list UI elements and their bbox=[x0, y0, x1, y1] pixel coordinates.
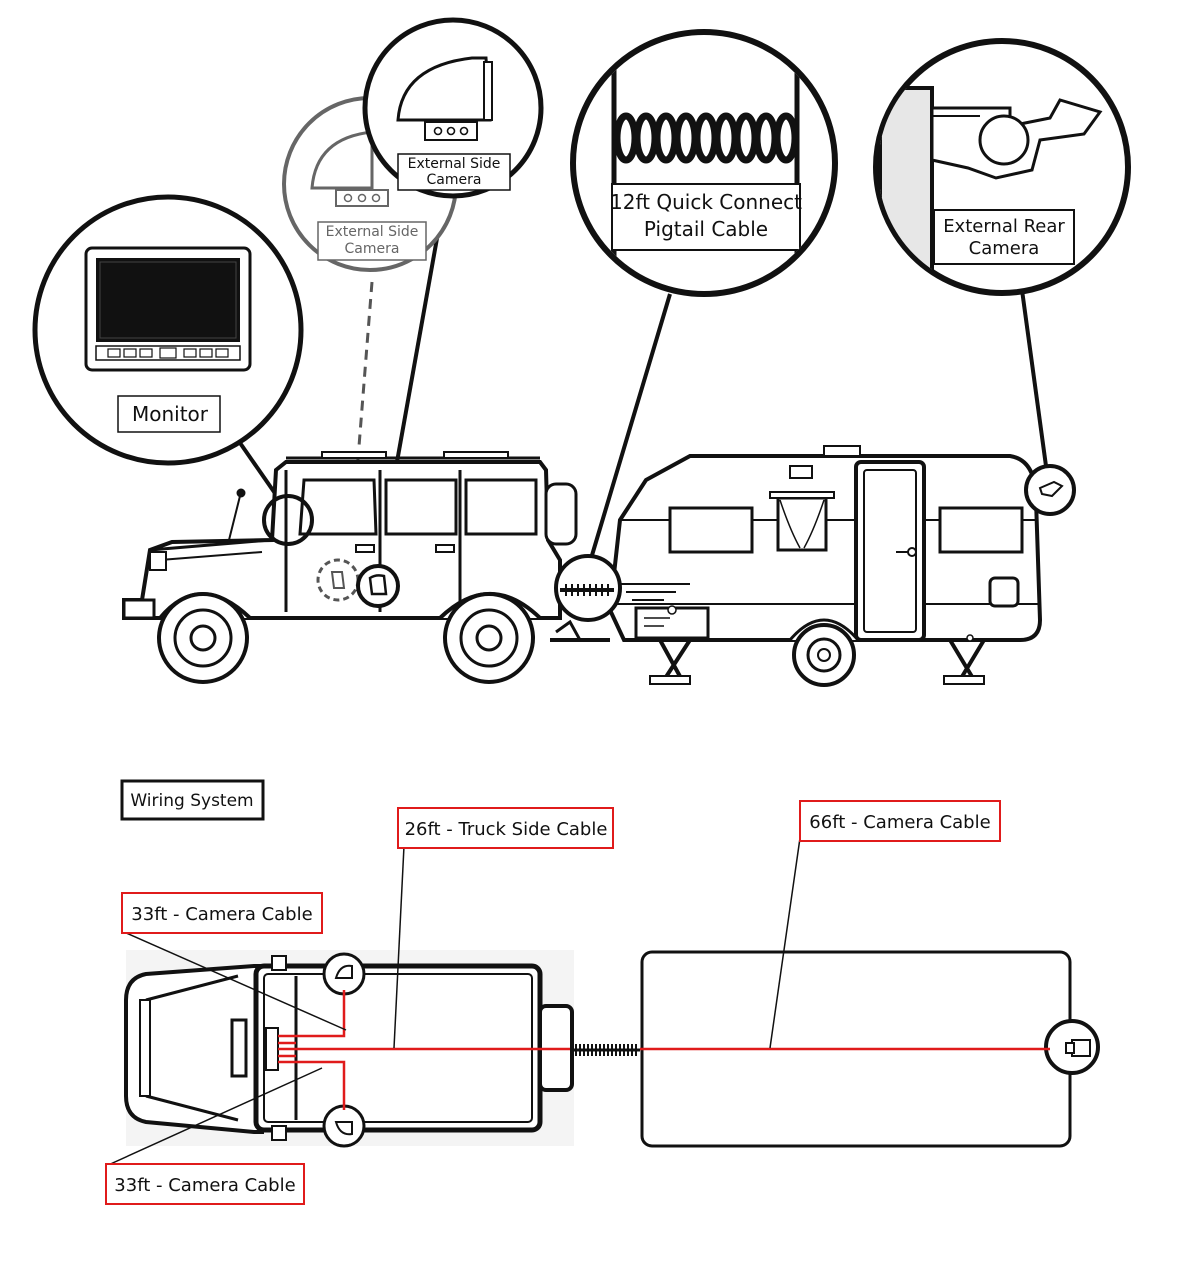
wiring-title-box: Wiring System bbox=[120, 779, 265, 821]
label-66ft-camera-cable: 66ft - Camera Cable bbox=[799, 800, 1001, 842]
rear-camera-label-line2: Camera bbox=[969, 238, 1040, 259]
rear-camera-label-line1: External Rear bbox=[943, 216, 1065, 237]
wiring-title: Wiring System bbox=[130, 791, 253, 811]
camera-cable-33-top-label: 33ft - Camera Cable bbox=[131, 904, 312, 925]
label-33ft-camera-cable-top: 33ft - Camera Cable bbox=[121, 892, 323, 934]
side-camera-front-label-line1: External Side bbox=[408, 156, 501, 172]
side-camera-front-label-line2: Camera bbox=[427, 172, 482, 188]
monitor-label: Monitor bbox=[132, 402, 209, 426]
camera-cable-66-label: 66ft - Camera Cable bbox=[809, 812, 990, 833]
trailer-illustration bbox=[550, 445, 1076, 687]
rear-camera-callout: External Rear Camera bbox=[873, 38, 1131, 296]
side-camera-callout-front: External Side Camera bbox=[362, 17, 544, 199]
side-camera-back-label-line2: Camera bbox=[345, 241, 400, 257]
label-33ft-camera-cable-bottom: 33ft - Camera Cable bbox=[105, 1163, 305, 1205]
pigtail-label-line2: Pigtail Cable bbox=[644, 217, 768, 241]
camera-cable-33-bottom-label: 33ft - Camera Cable bbox=[114, 1175, 295, 1196]
wiring-leaders bbox=[105, 837, 801, 1167]
wiring-coil bbox=[572, 1044, 640, 1056]
monitor-callout: Monitor bbox=[32, 194, 304, 466]
side-camera-back-label-line1: External Side bbox=[326, 224, 419, 240]
truck-side-cable-label: 26ft - Truck Side Cable bbox=[405, 819, 608, 840]
wiring-cables bbox=[278, 990, 1050, 1110]
label-26ft-truck-side-cable: 26ft - Truck Side Cable bbox=[397, 807, 614, 849]
suv-illustration bbox=[122, 451, 578, 684]
pigtail-callout: 12ft Quick Connect Pigtail Cable bbox=[570, 29, 838, 297]
pigtail-label-line1: 12ft Quick Connect bbox=[610, 190, 802, 214]
